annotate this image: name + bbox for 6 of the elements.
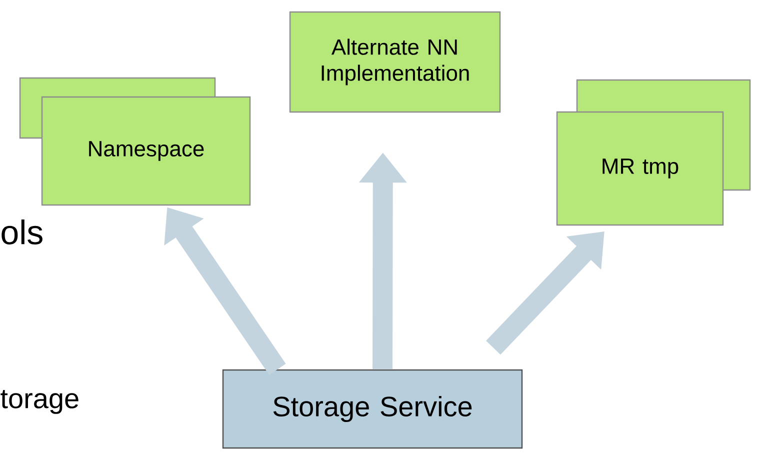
slide-text: torage bbox=[0, 390, 78, 414]
slide-text: ols bbox=[2, 220, 42, 244]
service-box: Storage Service bbox=[222, 369, 523, 449]
card-box: Namespace bbox=[41, 96, 251, 206]
card-box: Alternate NN Implementation bbox=[289, 11, 501, 113]
card-box: MR tmp bbox=[556, 111, 724, 226]
